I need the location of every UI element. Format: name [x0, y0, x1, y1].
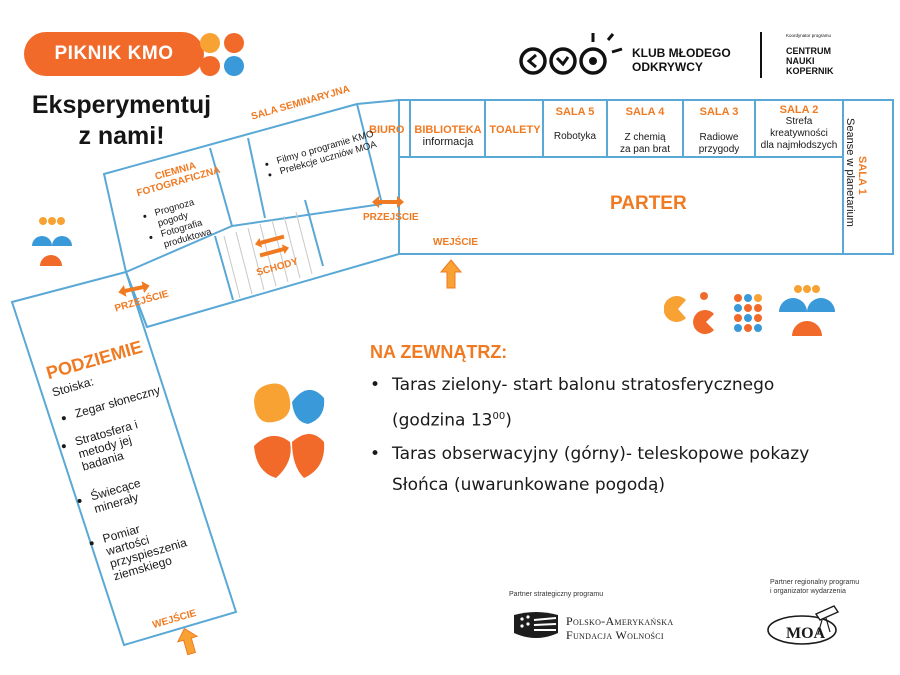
room-sala-5: SALA 5 Robotyka	[553, 106, 597, 142]
outside-heading: NA ZEWNĄTRZ:	[370, 342, 508, 362]
coordinator-label: Koordynator programu	[786, 33, 832, 38]
room-toalety: TOALETY	[489, 124, 541, 136]
decor-dots-left-icon	[32, 217, 72, 266]
decor-shapes-right-icon	[664, 285, 835, 336]
double-arrow-icon	[372, 196, 404, 208]
cnk-logo: CENTRUM NAUKI KOPERNIK	[786, 46, 834, 76]
arrow-up-bottom-icon	[176, 627, 199, 656]
stairs-arrows-icon	[254, 234, 290, 258]
room-sala-2: SALA 2 Strefa kreatywności dla najmłodsz…	[760, 104, 838, 151]
outside-item-taras-zielony: Taras zielony- start balonu stratosferyc…	[370, 370, 810, 437]
moa-logo-text: MOA	[786, 625, 826, 642]
logo-divider	[760, 32, 762, 78]
kmo-logo-icon	[519, 33, 623, 75]
parter-label: PARTER	[610, 193, 687, 214]
parter-outline	[398, 99, 894, 255]
outside-list: Taras zielony- start balonu stratosferyc…	[370, 370, 810, 503]
event-badge: PIKNIK KMO	[24, 32, 204, 76]
moa-logo-icon: MOA	[767, 605, 840, 645]
room-biuro: BIURO	[369, 124, 405, 136]
double-arrow-left-icon	[118, 281, 150, 297]
pafw-name: Polsko-Amerykańska Fundacja Wolności	[566, 614, 674, 642]
wejscie-top-label: WEJŚCIE	[433, 237, 479, 248]
decor-petals-icon	[254, 383, 325, 478]
room-biblioteka: BIBLIOTEKA informacja	[414, 124, 482, 148]
przejscie-right-label: PRZEJŚCIE	[363, 212, 419, 223]
room-sala-3: SALA 3 Radiowe przygody	[698, 106, 740, 155]
tagline: Eksperymentuj z nami!	[31, 91, 212, 150]
outside-item-taras-obserwacyjny: Taras obserwacyjny (górny)- teleskopowe …	[370, 439, 810, 501]
arrow-up-icon	[439, 259, 463, 289]
pafw-logo-icon	[514, 612, 558, 638]
regional-partner-label: Partner regionalny programu i organizato…	[770, 579, 860, 595]
club-name: KLUB MŁODEGO ODKRYWCY	[632, 46, 731, 74]
dots-logo-icon	[200, 33, 244, 76]
strategic-partner-label: Partner strategiczny programu	[509, 591, 604, 598]
room-sala-1: SALA 1 Seanse w planetarium	[844, 118, 868, 227]
room-sala-4: SALA 4 Z chemią za pan brat	[619, 106, 671, 155]
